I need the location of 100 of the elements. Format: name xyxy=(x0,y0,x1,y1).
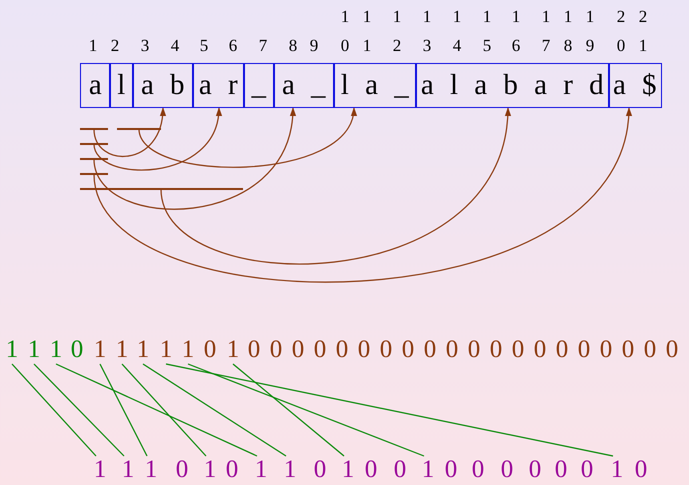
bit-digit: 0 xyxy=(174,456,190,484)
character-text: _ xyxy=(252,71,266,100)
bit-digit: 1 xyxy=(48,336,64,364)
bit-digit: 1 xyxy=(225,336,241,364)
curved-arrow xyxy=(160,107,510,264)
bit-digit: 0 xyxy=(444,456,458,484)
bit-digit: 1 xyxy=(114,336,130,364)
connector-line xyxy=(12,364,96,456)
character-text: a $ xyxy=(612,71,657,100)
position-number: 1 5 xyxy=(482,6,492,57)
bit-digit: 1 xyxy=(4,336,20,364)
curved-arrow xyxy=(93,107,221,171)
bit-digit: 0 xyxy=(224,456,240,484)
bit-digit: 1 xyxy=(92,336,108,364)
bit-digit: 0 xyxy=(70,336,84,364)
position-number: 1 4 xyxy=(452,6,462,57)
bit-digit: 1 xyxy=(609,456,625,484)
connector-line xyxy=(56,363,258,457)
bit-digit: 0 xyxy=(470,456,486,484)
curved-arrow xyxy=(93,107,296,210)
character-text: a l a b a r d xyxy=(420,71,604,100)
connector-line xyxy=(188,363,424,457)
position-number: 2 0 xyxy=(616,6,626,57)
character-group-box xyxy=(415,63,610,108)
character-text: a b xyxy=(140,71,185,100)
character-text: a _ xyxy=(282,71,326,100)
curved-arrow xyxy=(138,107,356,168)
bit-digit: 0 xyxy=(364,456,378,484)
bit-digit: 0 xyxy=(532,336,548,364)
position-number: 1 7 xyxy=(540,6,552,57)
bit-digit: 0 xyxy=(634,456,648,484)
position-number: 7 xyxy=(258,35,268,57)
character-group-box xyxy=(273,63,334,108)
character-text: l a _ xyxy=(340,71,409,100)
bit-digit: 0 xyxy=(466,336,482,364)
bit-digit: 1 xyxy=(135,336,151,364)
connector-line xyxy=(142,364,286,456)
position-number: 1 0 xyxy=(340,6,350,57)
position-number: 4 xyxy=(170,35,180,57)
bit-digit: 0 xyxy=(642,336,658,364)
position-number: 1 3 xyxy=(422,6,432,57)
bit-digit: 0 xyxy=(620,336,636,364)
character-text: l xyxy=(117,71,126,100)
bit-digit: 0 xyxy=(528,456,542,484)
position-number: 1 1 xyxy=(362,6,372,57)
curved-arrow xyxy=(93,107,630,282)
connector-line xyxy=(166,363,614,457)
position-number: 5 xyxy=(198,35,210,57)
connector-line xyxy=(99,364,148,456)
bit-digit: 1 xyxy=(158,336,174,364)
position-number: 1 2 xyxy=(392,6,402,57)
bit-digit: 0 xyxy=(422,336,438,364)
position-number: 2 xyxy=(110,35,120,57)
bit-digit: 1 xyxy=(120,456,136,484)
bit-digit: 0 xyxy=(598,336,614,364)
bit-digit: 0 xyxy=(392,456,408,484)
bit-digit: 0 xyxy=(554,456,568,484)
bit-digit: 0 xyxy=(268,336,284,364)
position-number: 1 9 xyxy=(584,6,596,57)
character-group-box xyxy=(80,63,110,108)
bit-digit: 1 xyxy=(26,336,42,364)
character-group-box xyxy=(333,63,416,108)
bit-digit: 1 xyxy=(143,456,159,484)
position-number: 1 8 xyxy=(562,6,574,57)
position-number: 1 6 xyxy=(510,6,522,57)
position-number: 1 xyxy=(88,35,98,57)
bit-digit: 0 xyxy=(246,336,262,364)
bit-digit: 0 xyxy=(554,336,570,364)
bit-digit: 0 xyxy=(444,336,460,364)
bit-digit: 0 xyxy=(500,456,514,484)
bit-digit: 1 xyxy=(180,336,196,364)
character-text: a xyxy=(88,71,102,100)
character-group-box xyxy=(132,63,194,108)
bit-digit: 1 xyxy=(253,456,269,484)
bit-digit: 0 xyxy=(576,336,592,364)
bit-digit: 0 xyxy=(378,336,394,364)
character-text: a r xyxy=(198,71,238,100)
character-group-box xyxy=(192,63,244,108)
position-number: 9 xyxy=(308,35,320,57)
connector-line xyxy=(34,364,124,456)
bit-digit: 0 xyxy=(510,336,526,364)
bit-digit: 0 xyxy=(664,336,680,364)
character-group-box xyxy=(109,63,134,108)
character-group-box xyxy=(608,63,662,108)
bit-digit: 1 xyxy=(340,456,356,484)
position-number: 8 xyxy=(288,35,298,57)
bit-digit: 0 xyxy=(488,336,504,364)
position-number: 2 1 xyxy=(638,6,648,57)
position-number: 3 xyxy=(140,35,150,57)
bit-digit: 0 xyxy=(400,336,416,364)
bit-digit: 1 xyxy=(202,456,218,484)
bit-digit: 0 xyxy=(580,456,594,484)
character-group-box xyxy=(243,63,274,108)
curved-arrow xyxy=(93,107,166,157)
bit-digit: 1 xyxy=(420,456,436,484)
bit-digit: 1 xyxy=(92,456,108,484)
connector-line xyxy=(232,364,344,456)
bit-digit: 0 xyxy=(290,336,306,364)
bit-digit: 0 xyxy=(334,336,350,364)
bit-digit: 0 xyxy=(312,336,328,364)
